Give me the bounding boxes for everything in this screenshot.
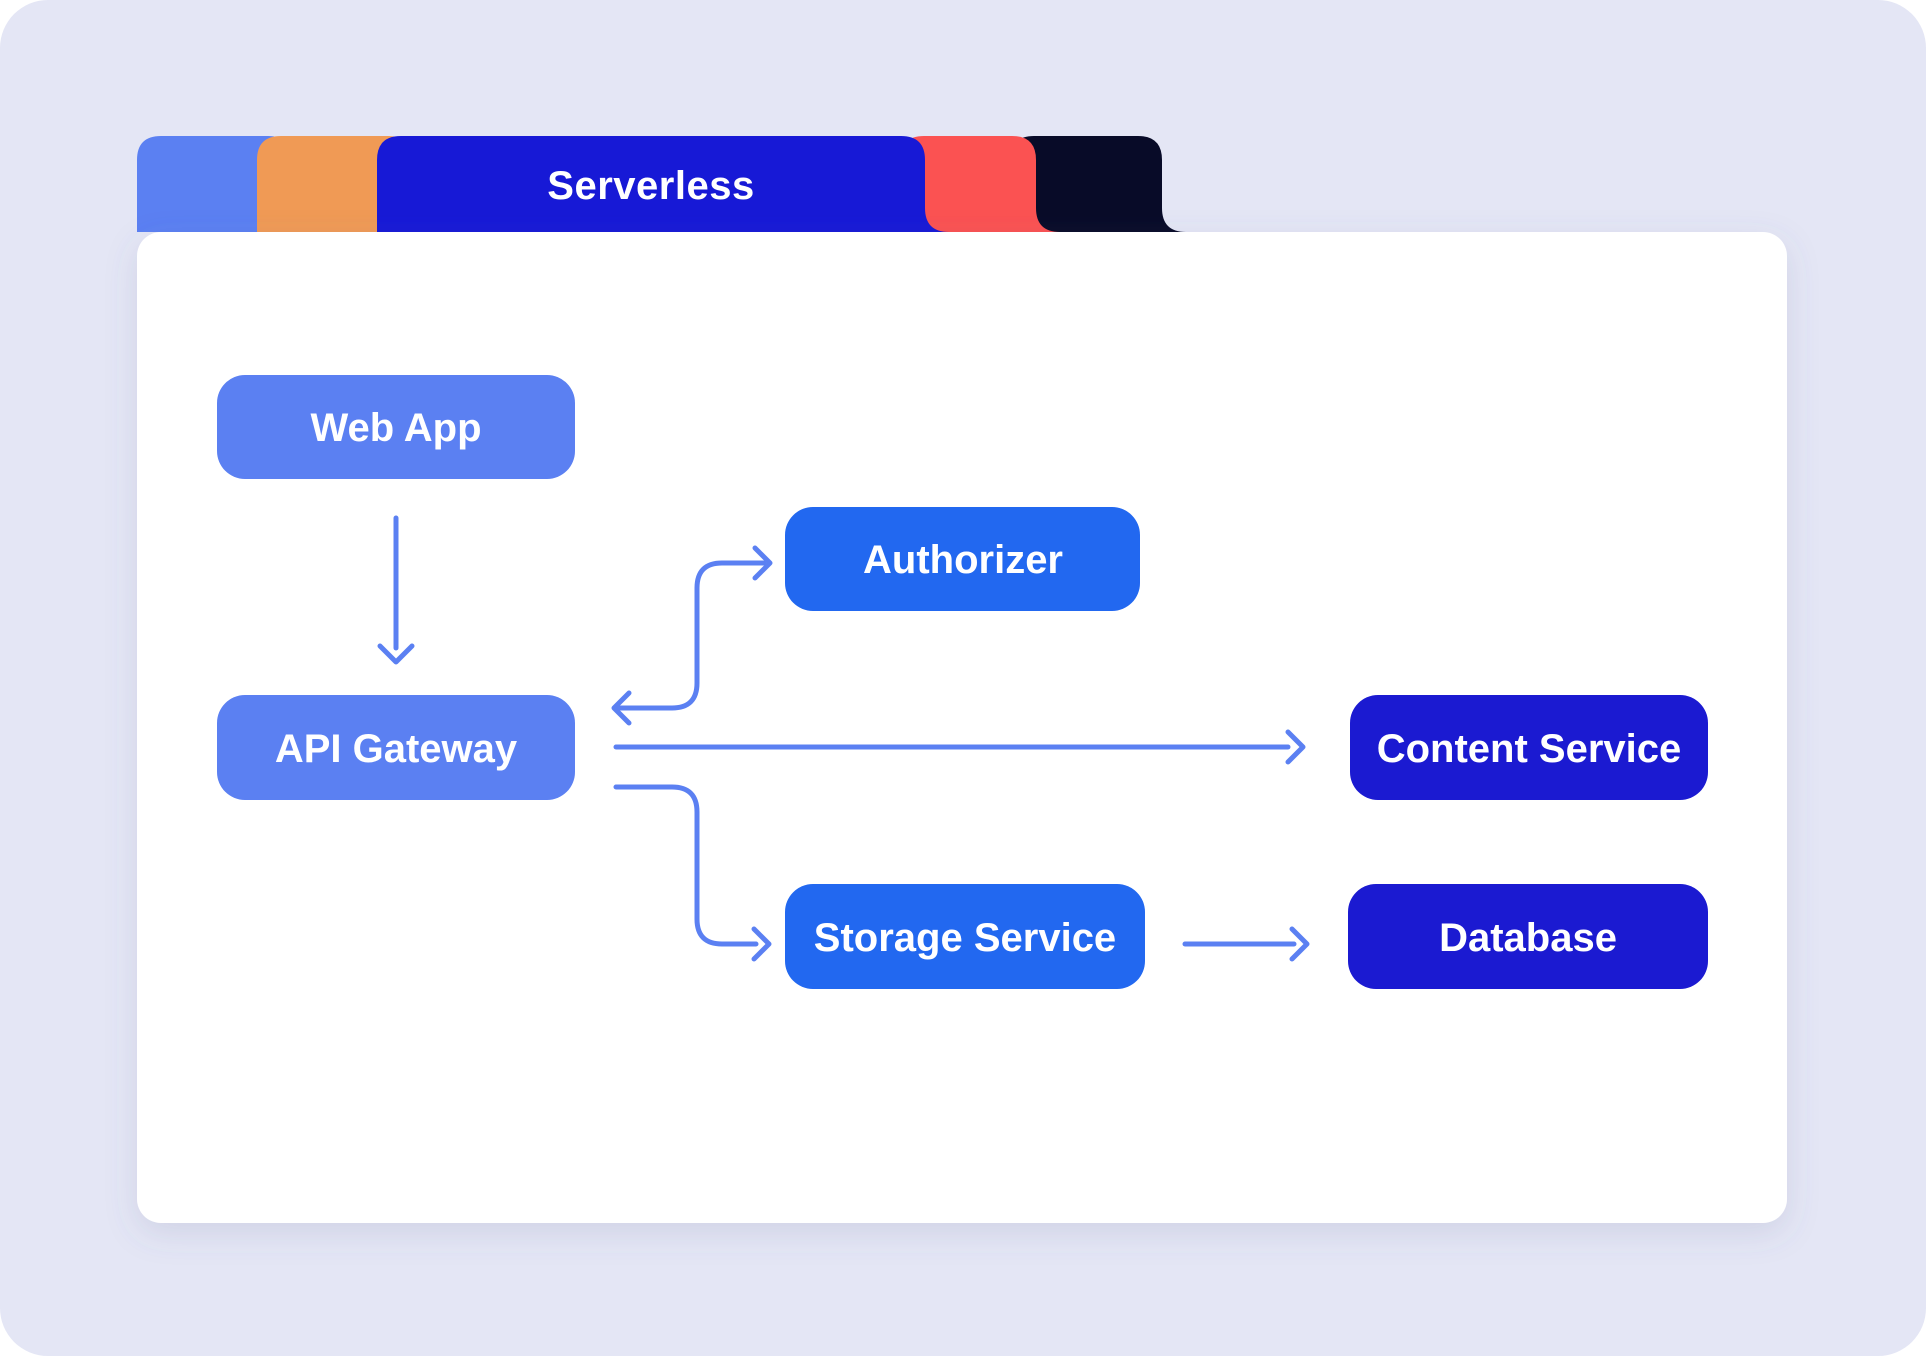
edge-api-gateway-authorizer-two-way	[611, 545, 773, 726]
tab-serverless[interactable]: Serverless	[377, 136, 949, 232]
diagram-nodes: Web App API Gateway Authorizer Content S…	[217, 375, 1708, 989]
node-database: Database	[1348, 884, 1708, 989]
node-api-gateway-label: API Gateway	[275, 727, 518, 771]
node-content-service-label: Content Service	[1377, 727, 1682, 771]
arrowhead-right-icon	[752, 545, 773, 581]
node-content-service: Content Service	[1350, 695, 1708, 800]
node-authorizer-shape	[785, 507, 1140, 611]
node-web-app-shape	[217, 375, 575, 479]
arrowhead-left-icon	[611, 690, 632, 726]
tab-serverless-label: Serverless	[547, 164, 754, 208]
node-authorizer-label: Authorizer	[863, 538, 1063, 582]
node-api-gateway: API Gateway	[217, 695, 575, 800]
arrowhead-right-icon	[1289, 926, 1310, 962]
edge-web-app-to-api-gateway	[377, 515, 415, 665]
edge-api-gateway-to-content-service	[613, 729, 1306, 765]
edge-storage-service-to-database	[1182, 926, 1310, 962]
edge-line	[613, 784, 759, 947]
node-web-app-label: Web App	[310, 406, 481, 450]
tab-red[interactable]	[900, 136, 1060, 232]
arrowhead-right-icon	[751, 926, 772, 962]
tab-serverless-shape	[377, 136, 949, 232]
node-database-shape	[1348, 884, 1708, 989]
node-content-service-shape	[1350, 695, 1708, 800]
node-storage-service: Storage Service	[785, 884, 1145, 989]
node-storage-service-shape	[785, 884, 1145, 989]
edge-api-gateway-to-storage-service	[613, 784, 772, 962]
node-database-label: Database	[1439, 916, 1617, 960]
arrowhead-down-icon	[377, 643, 415, 665]
node-web-app: Web App	[217, 375, 575, 479]
tab-bar: Serverless	[137, 136, 1186, 232]
diagram-edges	[377, 515, 1310, 962]
node-storage-service-label: Storage Service	[814, 916, 1116, 960]
node-api-gateway-shape	[217, 695, 575, 800]
arrowhead-right-icon	[1285, 729, 1306, 765]
tab-navy[interactable]	[1010, 136, 1186, 232]
edge-line	[613, 560, 767, 711]
node-authorizer: Authorizer	[785, 507, 1140, 611]
